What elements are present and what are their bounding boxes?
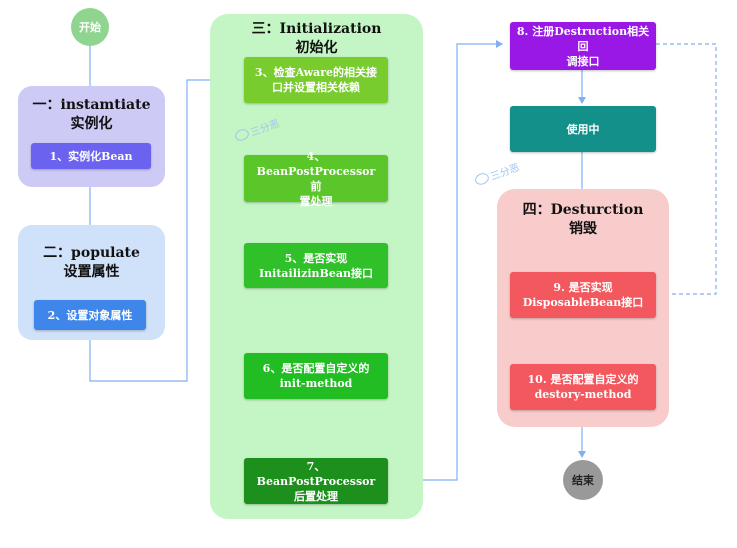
- dashed-callback-step8-to-step9: [656, 43, 717, 298]
- initialization-title: 三：Initialization 初始化: [251, 21, 382, 56]
- step7-bpp-after: 7、BeanPostProcessor 后置处理: [244, 458, 388, 504]
- in-use-node: 使用中: [510, 106, 656, 152]
- step1-instantiate-bean: 1、实例化Bean: [31, 143, 151, 169]
- step6-init-method: 6、是否配置自定义的 init-method: [244, 353, 388, 399]
- step3-check-aware: 3、检查Aware的相关接 口并设置相关依赖: [244, 57, 388, 103]
- end-node: 结束: [563, 460, 603, 500]
- start-label: 开始: [79, 21, 101, 34]
- destruction-title: 四：Desturction 销毁: [522, 202, 644, 237]
- step9-disposable-bean: 9. 是否实现 DisposableBean接口: [510, 272, 656, 318]
- step2-set-properties: 2、设置对象属性: [34, 300, 146, 330]
- step10-destroy-method: 10. 是否配置自定义的 destory-method: [510, 364, 656, 410]
- end-label: 结束: [572, 474, 594, 487]
- arrow-step2-to-step3: [89, 76, 237, 382]
- watermark-logo-icon: [473, 171, 491, 187]
- instantiate-title: 一：instamtiate 实例化: [32, 97, 151, 132]
- watermark-logo-icon: [233, 127, 251, 143]
- step4-bpp-before: 4、BeanPostProcessor 前 置处理: [244, 150, 388, 208]
- populate-title: 二：populate 设置属性: [43, 245, 140, 280]
- instantiate-panel: 一：instamtiate 实例化: [18, 86, 165, 187]
- step5-initializing-bean: 5、是否实现 InitailizinBean接口: [244, 243, 388, 288]
- start-node: 开始: [71, 8, 109, 46]
- step8-register-destruction: 8. 注册Destruction相关回 调接口: [510, 22, 656, 70]
